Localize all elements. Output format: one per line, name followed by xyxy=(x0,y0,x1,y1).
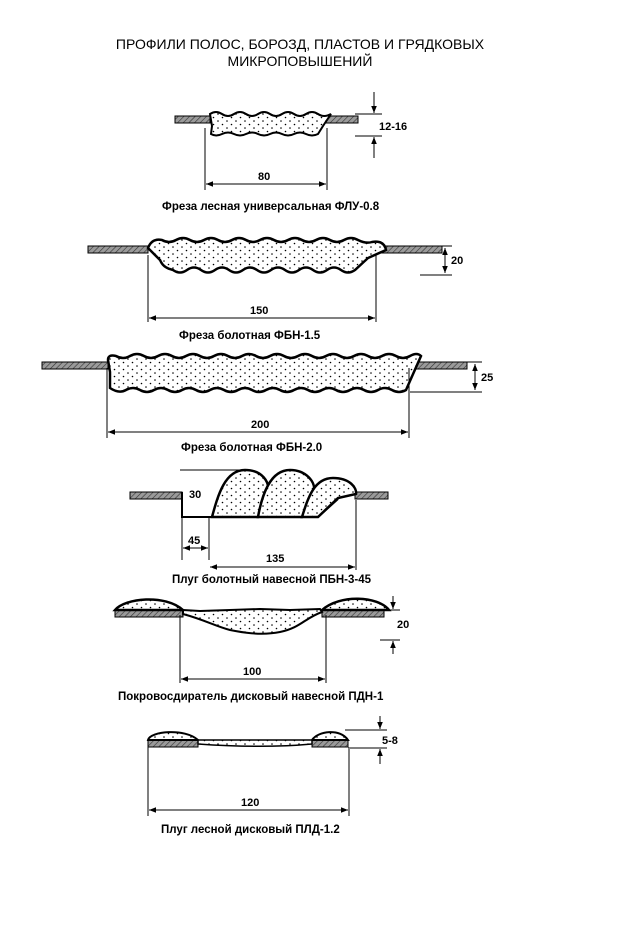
offset-label: 45 xyxy=(188,535,200,547)
soil-strip xyxy=(146,236,388,274)
depth-label: 12-16 xyxy=(379,121,407,133)
width-label: 135 xyxy=(266,553,284,565)
soil-strip xyxy=(208,111,332,137)
profile-caption: Фреза лесная универсальная ФЛУ-0.8 xyxy=(162,201,380,213)
depth-label: 20 xyxy=(397,619,409,631)
ridge-3 xyxy=(300,476,358,519)
soil-strip xyxy=(106,352,423,394)
profile-pbn-3-45: 30 45 135 Плуг болотный навесной ПБН-3-4… xyxy=(129,468,389,586)
width-label: 200 xyxy=(251,419,269,431)
profile-pdn-1: 100 20 Покровосдиратель дисковый навесно… xyxy=(112,596,409,703)
scraped-strip xyxy=(197,739,313,747)
mound-left xyxy=(146,731,201,741)
width-label: 100 xyxy=(243,666,261,678)
profile-caption: Фреза болотная ФБН-1.5 xyxy=(179,330,321,342)
ground-right xyxy=(311,739,349,748)
mound-right xyxy=(318,597,392,612)
profile-caption: Плуг лесной дисковый ПЛД-1.2 xyxy=(161,824,340,836)
width-label: 120 xyxy=(241,797,259,809)
profile-fbn-1-5: 150 20 Фреза болотная ФБН-1.5 xyxy=(87,236,463,342)
page-title-line-1: ПРОФИЛИ ПОЛОС, БОРОЗД, ПЛАСТОВ И ГРЯДКОВ… xyxy=(115,36,485,52)
depth-label: 5-8 xyxy=(382,735,398,747)
profile-pld-1-2: 120 5-8 Плуг лесной дисковый ПЛД-1.2 xyxy=(146,716,398,836)
ground-left xyxy=(147,739,199,748)
depth-label: 20 xyxy=(451,255,463,267)
profile-caption: Плуг болотный навесной ПБН-3-45 xyxy=(172,574,372,586)
ground-left xyxy=(174,115,211,124)
depth-label: 25 xyxy=(481,372,493,384)
profile-caption: Покровосдиратель дисковый навесной ПДН-1 xyxy=(118,691,384,703)
profile-fbn-2-0: 200 25 Фреза болотная ФБН-2.0 xyxy=(41,352,493,454)
width-label: 150 xyxy=(250,305,268,317)
mound-left xyxy=(112,598,187,612)
height-label: 30 xyxy=(189,489,201,501)
ground-right xyxy=(354,491,389,500)
scraped-strip xyxy=(182,607,324,635)
mound-right xyxy=(310,731,350,741)
page-title-line-2: МИКРОПОВЫШЕНИЙ xyxy=(227,53,373,69)
ground-left xyxy=(41,361,109,370)
width-label: 80 xyxy=(258,171,270,183)
profile-flu-0-8: 80 12-16 Фреза лесная универсальная ФЛУ-… xyxy=(162,92,407,213)
ground-left xyxy=(87,245,149,254)
ground-left xyxy=(129,491,183,500)
profile-caption: Фреза болотная ФБН-2.0 xyxy=(181,442,322,454)
